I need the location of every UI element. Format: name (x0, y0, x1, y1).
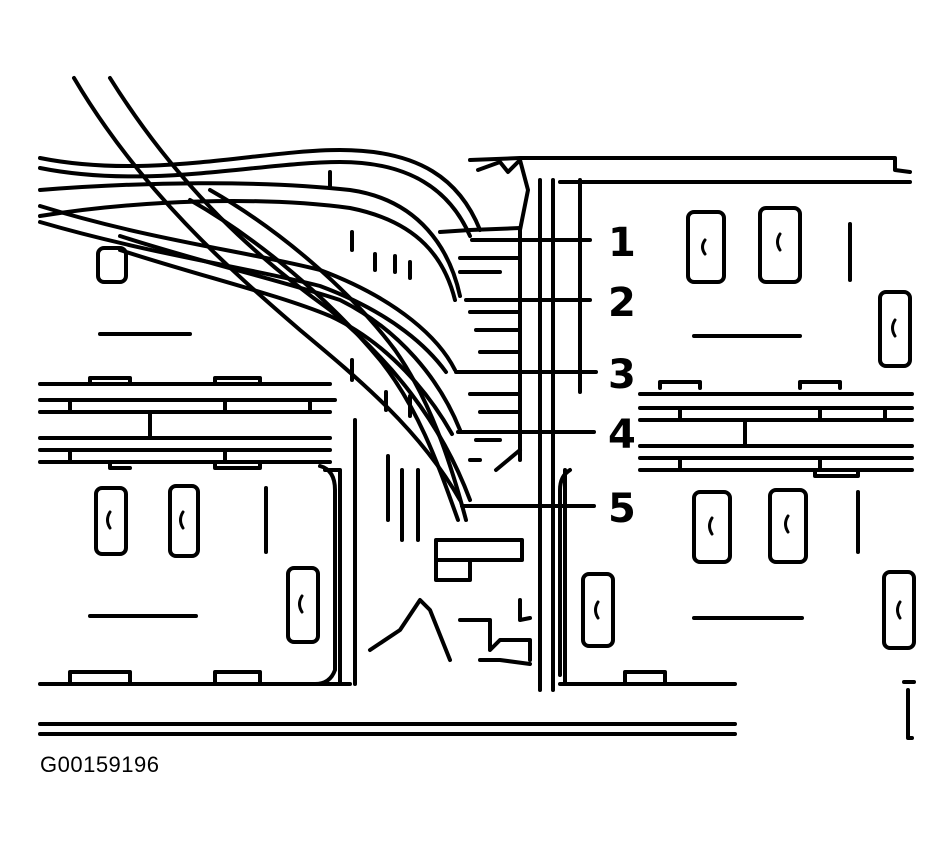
callout-label-1: 1 (608, 220, 636, 266)
connector (368, 158, 532, 666)
callout-label-2: 2 (608, 280, 636, 326)
wire-harness (38, 76, 482, 542)
panel-frame (38, 156, 916, 740)
slots (88, 222, 860, 620)
callout-label-5: 5 (608, 486, 636, 532)
mounting-pads (94, 206, 916, 650)
figure-id: G00159196 (40, 752, 160, 777)
leader-lines (454, 238, 598, 508)
callout-label-3: 3 (608, 352, 636, 398)
pad-holes (106, 232, 902, 620)
callout-label-4: 4 (608, 412, 636, 458)
